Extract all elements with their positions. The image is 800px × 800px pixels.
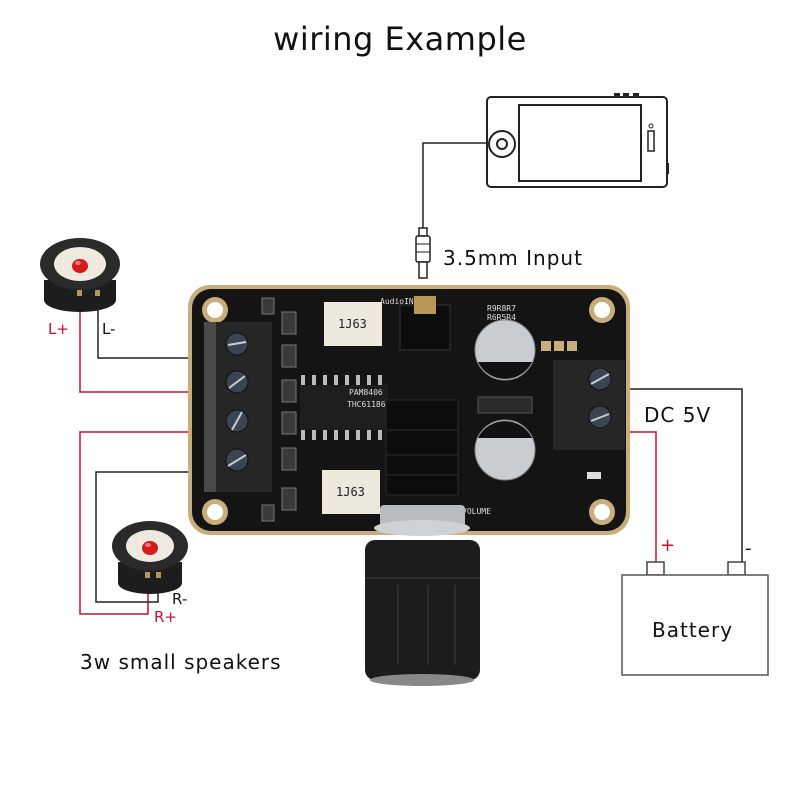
speaker-right-icon [112,521,188,594]
phone-icon [486,93,669,188]
resistor-label-1: R9R8R7 [487,304,516,313]
electrolytic-capacitor-c1 [474,319,536,381]
r-minus-label: R- [172,590,188,608]
speaker-left-icon [40,238,120,312]
led-d2 [587,472,601,479]
film-capacitor-bottom [322,470,380,514]
audio-cable [422,142,487,228]
wire-l-minus [97,292,200,359]
jack-plug-icon [415,227,431,279]
wire-l-plus [79,292,200,393]
dc-voltage-label: DC 5V [644,403,712,427]
chip-line2: THC61186 [347,400,386,409]
input-label: 3.5mm Input [443,246,583,270]
volume-label: VOLUME [462,507,491,516]
r-plus-label: R+ [154,608,177,626]
potentiometer-body [385,399,459,496]
film-capacitor-top [324,302,382,346]
battery-plus-label: + [660,535,676,556]
cap-bottom-label: 1J63 [336,485,365,499]
battery-label: Battery [652,618,734,642]
diode-d1 [477,396,533,414]
chip-line1: PAM8406 [349,388,383,397]
dc-terminal-block [553,360,625,450]
header-pins [541,341,577,351]
volume-knob[interactable] [365,505,480,686]
resistor-label-2: R6R5R4 [487,313,516,322]
speaker-terminal-block [204,322,272,492]
audio-in-label: AudioIN [380,297,414,306]
electrolytic-capacitor-c2 [474,419,536,481]
battery-minus-label: - [745,538,752,559]
l-plus-label: L+ [48,320,69,338]
cap-top-label: 1J63 [338,317,367,331]
amplifier-board: PAM8406 THC61186 1J63 1J63 VOLUME AudioI… [188,285,630,535]
diagram-title: wiring Example [273,20,527,58]
wire-r-minus [95,471,200,603]
l-minus-label: L- [102,320,116,338]
speakers-label: 3w small speakers [80,650,282,674]
amplifier-chip [300,375,388,440]
wire-battery-minus [600,388,743,565]
battery-icon [621,561,769,676]
mounting-holes [202,297,615,525]
